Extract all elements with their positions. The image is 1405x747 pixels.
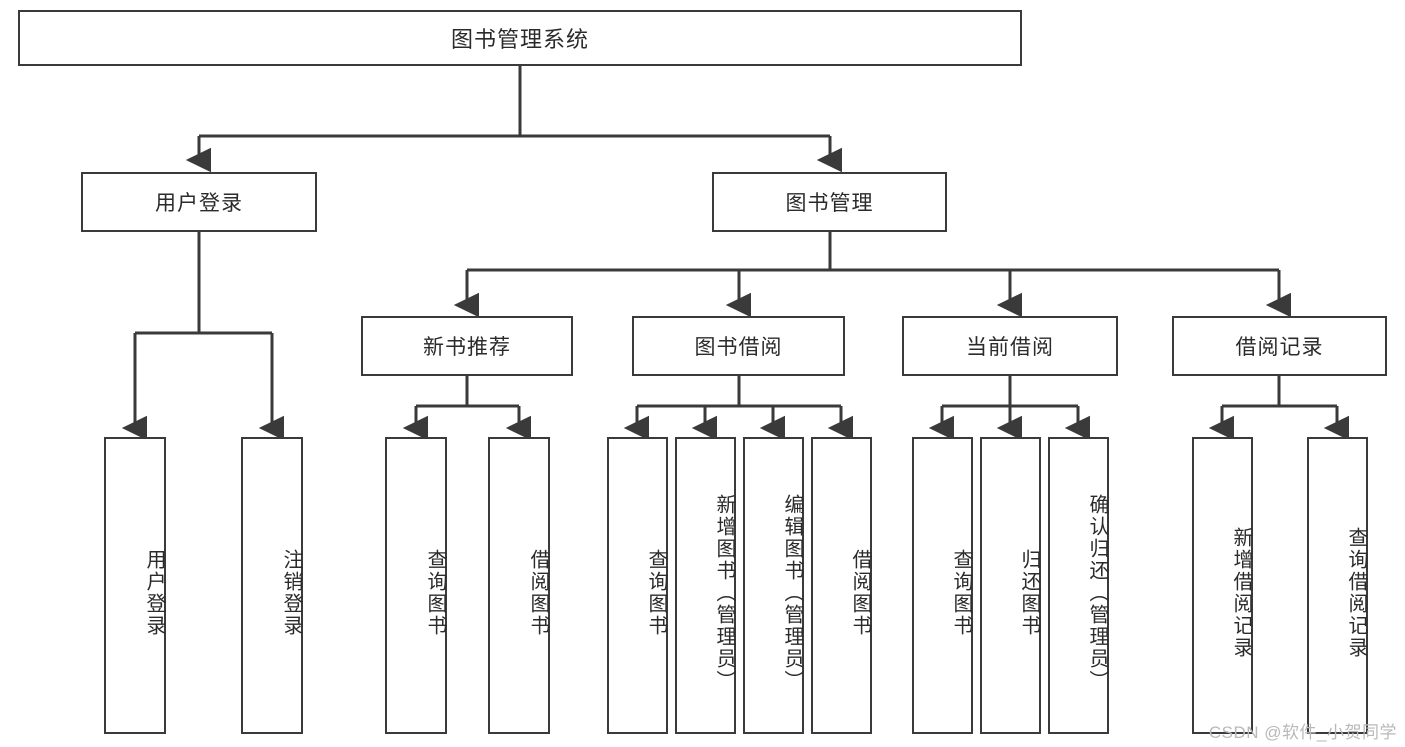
node-label: 新增借阅记录 xyxy=(1230,526,1252,659)
watermark-text: CSDN @软件_小贺同学 xyxy=(1208,723,1397,742)
node-current-borrow[interactable]: 当前借阅 xyxy=(902,316,1118,376)
node-label: 借阅图书 xyxy=(527,548,549,637)
node-label: 确认归还（管理员） xyxy=(1086,493,1108,692)
leaf-add-book-admin[interactable]: 新增图书（管理员） xyxy=(675,437,736,734)
node-label: 图书管理系统 xyxy=(450,27,589,52)
node-book-borrow[interactable]: 图书借阅 xyxy=(632,316,845,376)
node-label: 查询图书 xyxy=(424,548,446,637)
node-label: 用户登录 xyxy=(143,548,165,637)
leaf-query-book-current[interactable]: 查询图书 xyxy=(912,437,973,734)
node-label: 当前借阅 xyxy=(966,336,1054,359)
node-label: 图书管理 xyxy=(785,192,874,215)
leaf-borrow-book[interactable]: 借阅图书 xyxy=(811,437,872,734)
node-user-login[interactable]: 用户登录 xyxy=(81,172,317,232)
node-label: 用户登录 xyxy=(155,192,243,215)
node-book-management[interactable]: 图书管理 xyxy=(712,172,947,232)
leaf-confirm-return-admin[interactable]: 确认归还（管理员） xyxy=(1048,437,1109,734)
node-label: 新书推荐 xyxy=(423,336,511,359)
node-label: 新增图书（管理员） xyxy=(713,493,735,692)
leaf-edit-book-admin[interactable]: 编辑图书（管理员） xyxy=(743,437,804,734)
node-label: 归还图书 xyxy=(1018,548,1040,637)
leaf-borrow-book-recommend[interactable]: 借阅图书 xyxy=(488,437,550,734)
node-label: 查询图书 xyxy=(645,548,667,637)
node-label: 借阅图书 xyxy=(849,548,871,637)
node-label: 编辑图书（管理员） xyxy=(781,493,803,692)
leaf-logout-login[interactable]: 注销登录 xyxy=(241,437,303,734)
node-new-book-recommend[interactable]: 新书推荐 xyxy=(361,316,573,376)
node-label: 查询图书 xyxy=(950,548,972,637)
node-label: 查询借阅记录 xyxy=(1345,526,1367,659)
leaf-user-login[interactable]: 用户登录 xyxy=(104,437,166,734)
node-root-book-management-system[interactable]: 图书管理系统 xyxy=(18,10,1022,66)
leaf-query-book-borrow[interactable]: 查询图书 xyxy=(607,437,668,734)
node-label: 图书借阅 xyxy=(694,336,783,359)
leaf-query-borrow-record[interactable]: 查询借阅记录 xyxy=(1307,437,1368,734)
leaf-query-book-recommend[interactable]: 查询图书 xyxy=(385,437,447,734)
node-borrow-record[interactable]: 借阅记录 xyxy=(1172,316,1387,376)
leaf-add-borrow-record[interactable]: 新增借阅记录 xyxy=(1192,437,1253,734)
node-label: 注销登录 xyxy=(280,548,302,637)
leaf-return-book[interactable]: 归还图书 xyxy=(980,437,1041,734)
node-label: 借阅记录 xyxy=(1235,336,1324,359)
